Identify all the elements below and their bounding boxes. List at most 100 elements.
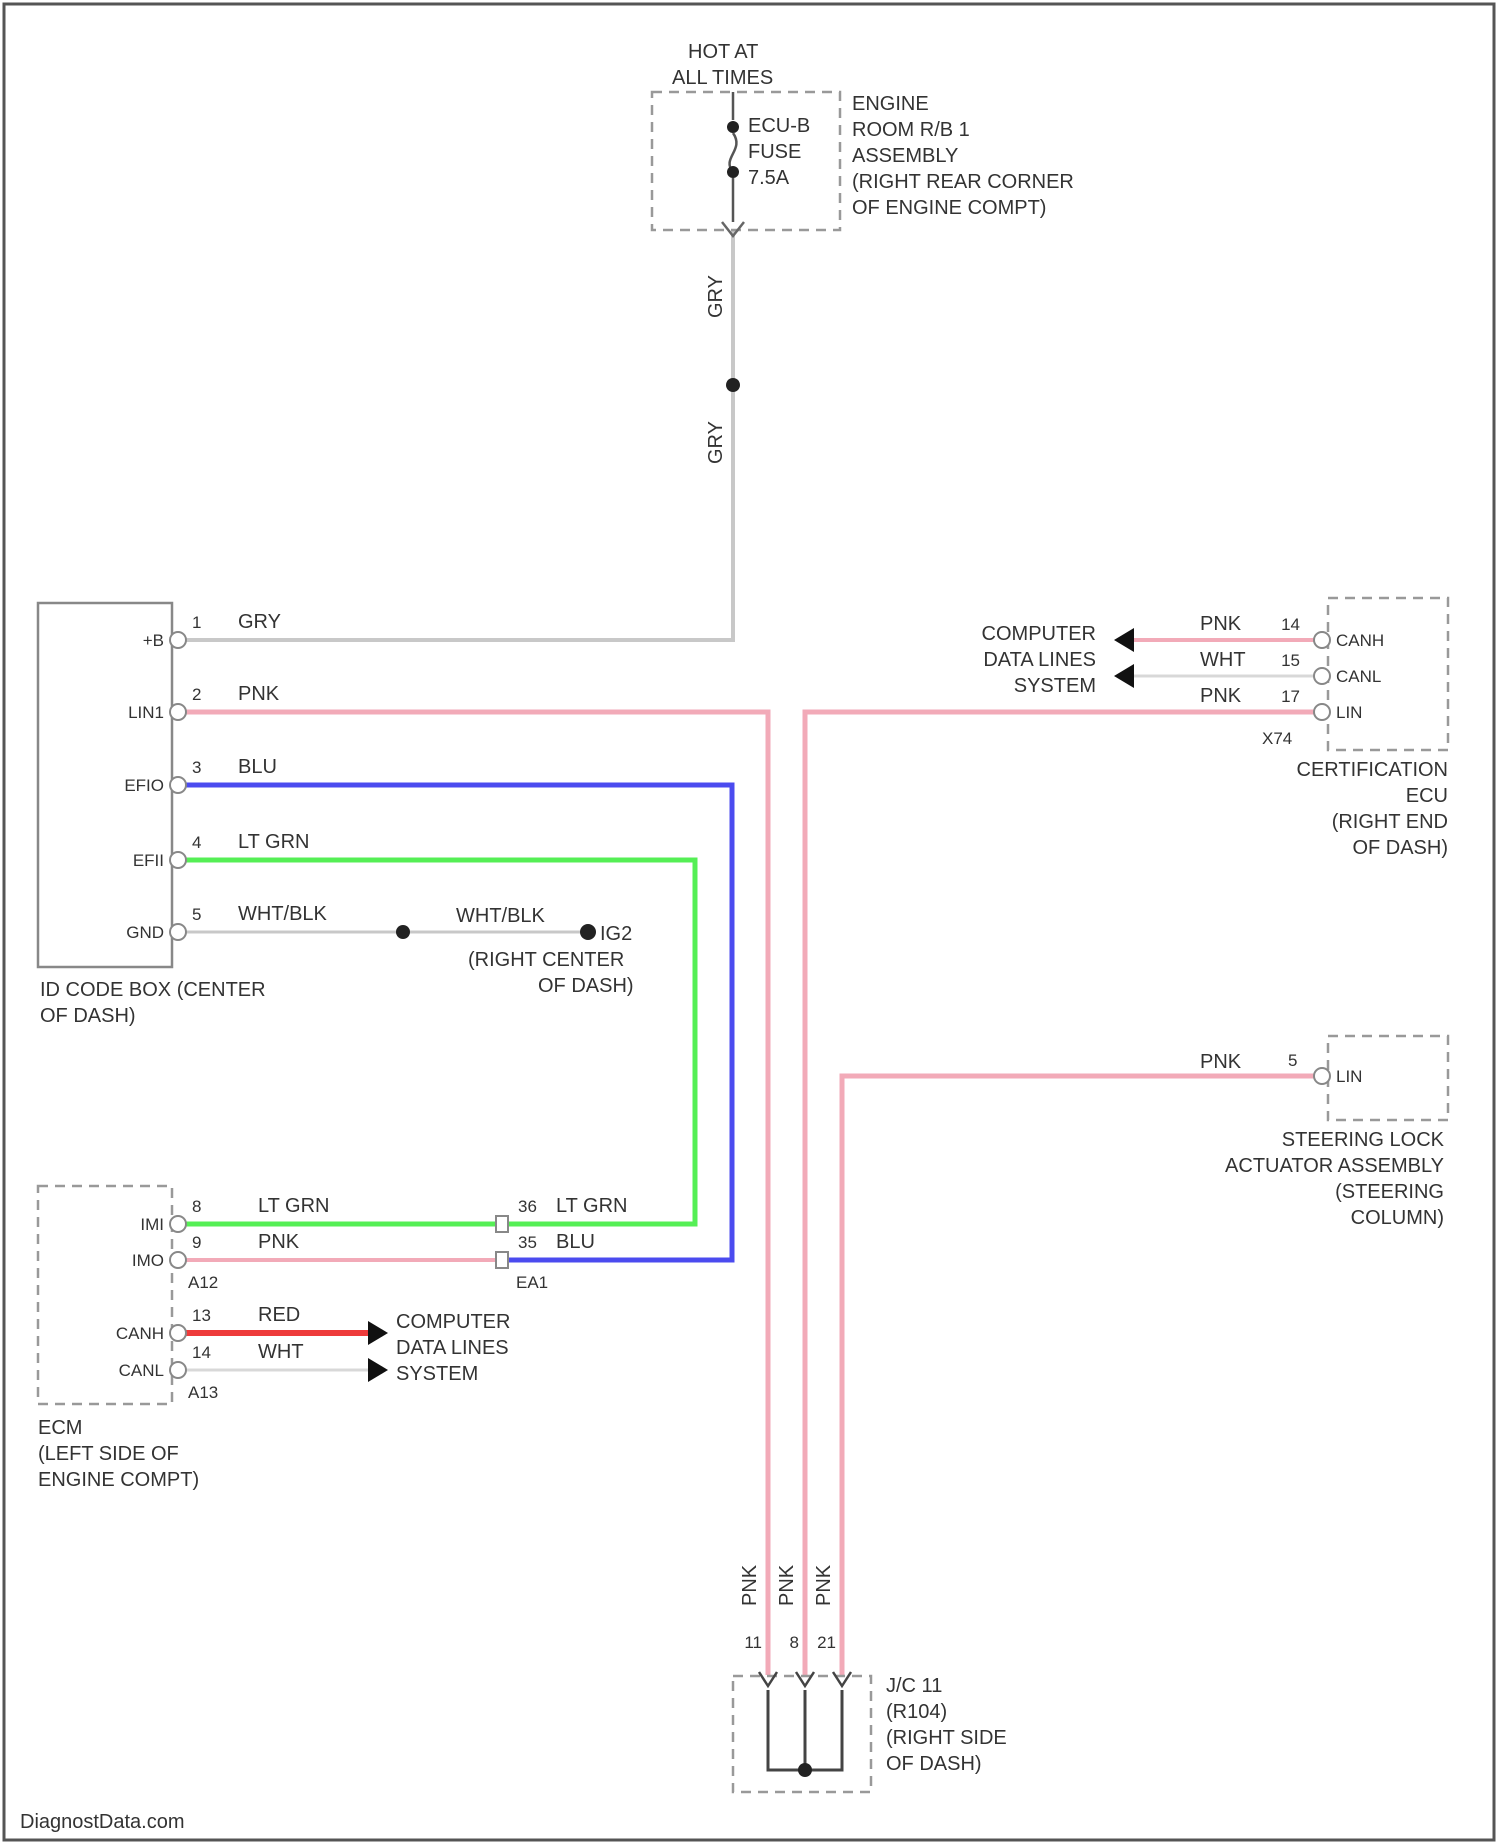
junction-line2: (R104) xyxy=(886,1701,947,1723)
id-box-wire-color-3: BLU xyxy=(238,756,277,778)
cdl-right-line1: COMPUTER xyxy=(982,623,1096,645)
engine-room-rb-line1: ENGINE xyxy=(852,93,929,115)
junction-id: J/C 11 xyxy=(886,1675,942,1697)
engine-room-rb: HOT AT ALL TIMES ECU-B FUSE 7.5A ENGINE … xyxy=(652,41,1074,464)
steering-lock-caption-line3: (STEERING xyxy=(1335,1181,1444,1203)
fuse-name: ECU-B xyxy=(748,115,810,137)
fuse-terminal-top xyxy=(727,121,739,133)
cert-ecu-connector-id: X74 xyxy=(1262,729,1292,748)
id-code-box: +B1GRYLIN12PNKEFIO3BLUEFII4LT GRNGND5WHT… xyxy=(38,603,328,1027)
junction-wire-color-8: PNK xyxy=(776,1564,798,1606)
power-label-line2: ALL TIMES xyxy=(672,67,773,89)
ea1-pin-num-36: 36 xyxy=(518,1197,537,1216)
power-label-line1: HOT AT xyxy=(688,41,758,63)
ground-ig2: WHT/BLK IG2 (RIGHT CENTER OF DASH) xyxy=(396,905,634,997)
ground-wire-color: WHT/BLK xyxy=(456,905,546,927)
cert-ecu-caption-line2: ECU xyxy=(1406,785,1448,807)
ea1-wire-color-35: BLU xyxy=(556,1231,595,1253)
watermark: DiagnostData.com xyxy=(20,1811,185,1833)
ground-splice-point xyxy=(396,925,410,939)
ecm-terminal-imo xyxy=(170,1252,186,1268)
ecm-connector-a: A12 xyxy=(188,1273,218,1292)
ecm-pin-num-8: 8 xyxy=(192,1197,201,1216)
id-box-terminal-lin1 xyxy=(170,704,186,720)
fuse-rating: 7.5A xyxy=(748,167,790,189)
id-box-terminal-b xyxy=(170,632,186,648)
cert-ecu-terminal-canl xyxy=(1314,668,1330,684)
wire-pnk-cert-lin xyxy=(805,712,1318,1675)
steering-lock-pin-name: LIN xyxy=(1336,1067,1362,1086)
junction-pin-num-11: 11 xyxy=(744,1633,762,1652)
id-box-wire-color-1: GRY xyxy=(238,611,281,633)
ea1-id: EA1 xyxy=(516,1273,548,1292)
engine-room-rb-box xyxy=(652,92,840,230)
engine-room-rb-line2: ROOM R/B 1 xyxy=(852,119,970,141)
cert-ecu-wire-color-17: PNK xyxy=(1200,685,1242,707)
cdl-left-line3: SYSTEM xyxy=(396,1363,478,1385)
ecm-connector-b: A13 xyxy=(188,1383,218,1402)
ecm-terminal-canh xyxy=(170,1325,186,1341)
junction-wire-color-21: PNK xyxy=(813,1564,835,1606)
ecm-wire-color-13: RED xyxy=(258,1304,300,1326)
cdl-arrow-canh-icon xyxy=(368,1321,388,1345)
cert-ecu-pin-name-lin: LIN xyxy=(1336,703,1362,722)
cert-ecu-wire-color-15: WHT xyxy=(1200,649,1246,671)
certification-ecu: CANH14PNKCANL15WHTLIN17PNK X74 CERTIFICA… xyxy=(1200,598,1448,859)
id-box-pin-num-1: 1 xyxy=(192,613,201,632)
junction-pin-num-21: 21 xyxy=(817,1633,836,1652)
id-box-pin-num-5: 5 xyxy=(192,905,201,924)
fuse-wire-color-upper: GRY xyxy=(705,275,727,318)
cdl-right-line2: DATA LINES xyxy=(983,649,1096,671)
cert-ecu-pin-name-canl: CANL xyxy=(1336,667,1381,686)
ground-point-icon xyxy=(580,924,596,940)
fuse-terminal-bottom xyxy=(727,166,739,178)
id-box-pin-name-efii: EFII xyxy=(133,851,164,870)
id-box-pin-name-lin1: LIN1 xyxy=(128,703,164,722)
id-code-box-caption-line1: ID CODE BOX (CENTER xyxy=(40,979,266,1001)
cert-ecu-pin-num-15: 15 xyxy=(1281,651,1300,670)
ecm-caption-line2: (LEFT SIDE OF xyxy=(38,1443,179,1465)
ecm: IMI8LT GRNIMO9PNKCANH13REDCANL14WHT A12 … xyxy=(38,1186,330,1491)
id-box-pin-num-4: 4 xyxy=(192,833,201,852)
id-box-terminal-efii xyxy=(170,852,186,868)
steering-lock-caption-line2: ACTUATOR ASSEMBLY xyxy=(1225,1155,1444,1177)
ecm-wire-color-9: PNK xyxy=(258,1231,300,1253)
ecm-wire-color-14: WHT xyxy=(258,1341,304,1363)
junction-line4: OF DASH) xyxy=(886,1753,982,1775)
cert-ecu-pin-num-14: 14 xyxy=(1281,615,1300,634)
wire-gry-fuse-to-b xyxy=(182,230,733,640)
id-box-pin-num-2: 2 xyxy=(192,685,201,704)
ecm-terminal-imi xyxy=(170,1216,186,1232)
engine-room-rb-line3: ASSEMBLY xyxy=(852,145,958,167)
cert-ecu-terminal-canh xyxy=(1314,632,1330,648)
cert-ecu-pin-name-canh: CANH xyxy=(1336,631,1384,650)
ecm-pin-num-14: 14 xyxy=(192,1343,211,1362)
junction-splice-point xyxy=(798,1763,812,1777)
cdl-right-line3: SYSTEM xyxy=(1014,675,1096,697)
ea1-pin-num-35: 35 xyxy=(518,1233,537,1252)
cert-ecu-wire-color-14: PNK xyxy=(1200,613,1242,635)
splice-point xyxy=(726,378,740,392)
fuse-label: FUSE xyxy=(748,141,801,163)
ecm-pin-name-imi: IMI xyxy=(140,1215,164,1234)
diagram-frame xyxy=(4,4,1494,1840)
steering-lock-terminal xyxy=(1314,1068,1330,1084)
id-box-wire-color-2: PNK xyxy=(238,683,280,705)
ecm-pin-name-imo: IMO xyxy=(132,1251,164,1270)
id-box-wire-color-4: LT GRN xyxy=(238,831,310,853)
junction-pin-num-8: 8 xyxy=(790,1633,799,1652)
id-box-terminal-gnd xyxy=(170,924,186,940)
id-box-pin-name-b: +B xyxy=(143,631,164,650)
steering-lock-caption-line1: STEERING LOCK xyxy=(1282,1129,1445,1151)
junction-wire-color-11: PNK xyxy=(739,1564,761,1606)
ecm-pin-num-13: 13 xyxy=(192,1306,211,1325)
ecm-wire-color-8: LT GRN xyxy=(258,1195,330,1217)
id-code-box-caption-line2: OF DASH) xyxy=(40,1005,136,1027)
ground-location-line1: (RIGHT CENTER xyxy=(468,949,624,971)
ground-id: IG2 xyxy=(600,923,632,945)
ground-location-line2: OF DASH) xyxy=(538,975,634,997)
cdl-arrow-canl-icon xyxy=(368,1358,388,1382)
cdl-right-arrow-canh-icon xyxy=(1114,628,1134,652)
